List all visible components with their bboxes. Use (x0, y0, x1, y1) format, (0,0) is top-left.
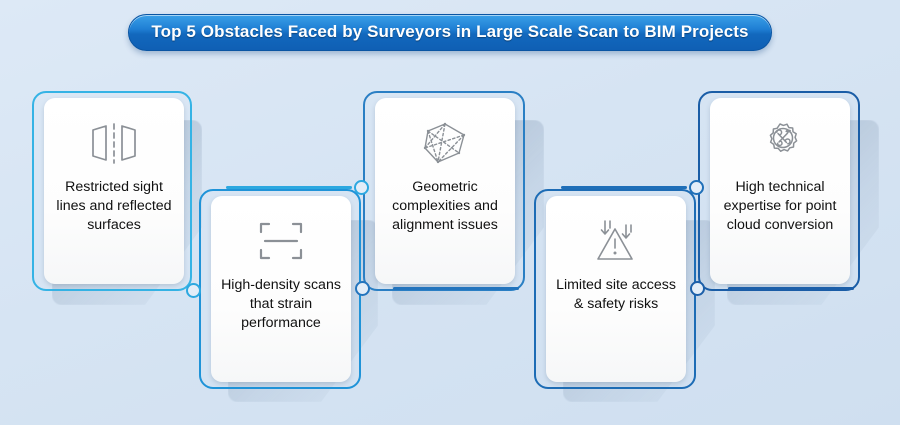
connector-node-3 (355, 281, 370, 296)
mirror-reflection-icon (86, 118, 142, 168)
connector-line-3-4 (561, 186, 687, 189)
step-1-label: Restricted sight lines and reflected sur… (56, 179, 172, 233)
step-5-label: High technical expertise for point cloud… (723, 179, 837, 233)
page-title: Top 5 Obstacles Faced by Surveyors in La… (128, 14, 772, 59)
connector-line-4-5 (728, 287, 854, 290)
step-4-card[interactable]: Limited site access & safety risks (546, 196, 686, 382)
step-1-card[interactable]: Restricted sight lines and reflected sur… (44, 98, 184, 284)
step-3-card[interactable]: Geometric complexities and alignment iss… (375, 98, 515, 284)
connector-node-1 (186, 283, 201, 298)
connector-line-2-3 (393, 287, 519, 290)
connector-node-5 (690, 281, 705, 296)
connector-node-2 (354, 180, 369, 195)
warning-triangle-icon (588, 216, 644, 266)
step-4-label: Limited site access & safety risks (556, 277, 676, 312)
connector-node-4 (689, 180, 704, 195)
title-banner: Top 5 Obstacles Faced by Surveyors in La… (0, 14, 900, 59)
step-2-card[interactable]: High-density scans that strain performan… (211, 196, 351, 382)
gear-tools-icon (752, 118, 808, 168)
scan-frame-icon (253, 216, 309, 266)
step-3-label: Geometric complexities and alignment iss… (392, 179, 498, 233)
step-2-label: High-density scans that strain performan… (221, 277, 341, 331)
connector-line-1-2 (226, 186, 352, 189)
step-1-frame (32, 91, 192, 291)
step-5-card[interactable]: High technical expertise for point cloud… (710, 98, 850, 284)
polyhedron-mesh-icon (417, 118, 473, 168)
